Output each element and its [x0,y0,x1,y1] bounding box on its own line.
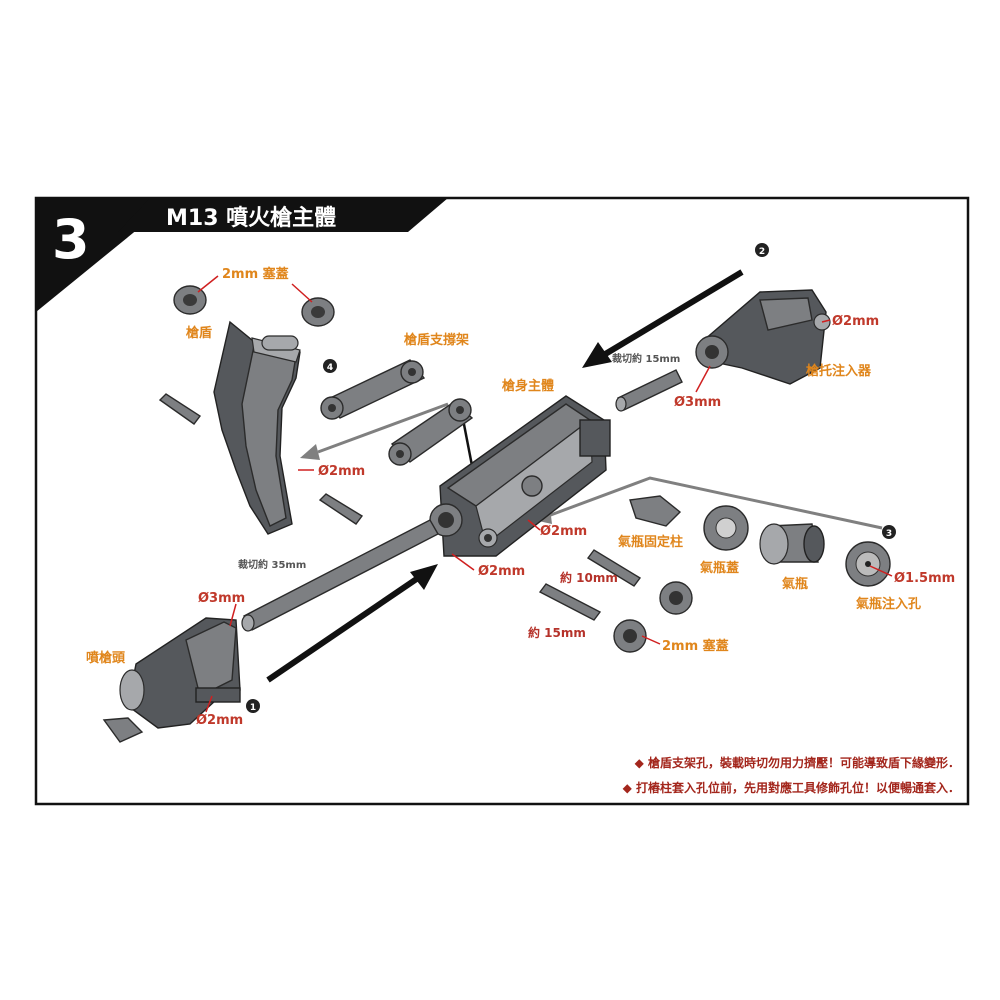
cap-2mm-right [301,297,335,327]
lead-inlet-d15mm [869,565,893,577]
label-cut-15mm: 裁切約 15mm [612,352,680,365]
bottle-part [759,523,825,565]
step-title: M13 噴火槍主體 [166,205,336,231]
lead-body-d2mm-low [451,553,475,571]
label-cut-35mm: 裁切約 35mm [238,558,306,571]
arrow-nozzle-to-body [266,564,438,683]
label-bottle: 氣瓶 [782,576,808,592]
label-d3mm-stock: Ø3mm [674,395,721,410]
note-line-2: ◆ 打樁柱套入孔位前，先用對應工具修飾孔位！以便暢通套入． [623,780,960,795]
shield-part [213,320,301,535]
marker-3: 3 [882,525,896,539]
nozzle-head-part [102,617,241,743]
label-cap-2mm-bottom: 2mm 塞蓋 [662,638,729,654]
arrow-shield-to-bracket [300,402,449,460]
lead-body-d2mm-right [527,519,541,531]
arrow-stock-to-body [582,269,744,368]
label-nozzle: 噴槍頭 [86,650,126,666]
lead-stock-d2mm [821,319,831,323]
stock-injector-part [695,289,831,385]
svg-text:3: 3 [886,529,892,539]
svg-text:4: 4 [327,363,333,373]
lead-cap-left [197,275,219,293]
label-d2mm-body-right: Ø2mm [540,524,587,539]
label-d15mm-inlet: Ø1.5mm [894,571,955,586]
marker-1: 1 [246,699,260,713]
label-bottle-inlet: 氣瓶注入孔 [856,596,921,612]
step-number: 3 [52,208,90,271]
label-cap-2mm-top: 2mm 塞蓋 [222,266,289,282]
note-line-1: ◆ 槍盾支架孔，裝載時切勿用力擠壓！可能導致盾下緣變形． [635,755,960,770]
bracket-arm-bottom [388,398,474,466]
lead-stock-d3mm [695,365,711,393]
marker-4: 4 [323,359,337,373]
barrel-rod [241,519,439,632]
lead-nozzle-d3mm [229,603,237,627]
bracket-arm-top [320,359,426,420]
label-about-10mm: 約 10mm [560,570,618,585]
cap-2mm-left [173,285,207,315]
lead-cap-right [291,283,313,303]
marker-2: 2 [755,243,769,257]
label-d2mm-stock: Ø2mm [832,314,879,329]
label-shield: 槍盾 [185,325,212,341]
label-d2mm-nozzle: Ø2mm [196,713,243,728]
bottle-inlet-part [845,541,891,587]
label-shield-bracket: 槍盾支撐架 [403,332,469,348]
label-d3mm-nozzle: Ø3mm [198,591,245,606]
label-stock-injector: 槍托注入器 [805,363,872,379]
lead-nozzle-d2mm [205,695,213,713]
label-d2mm-body-low: Ø2mm [478,564,525,579]
cap-2mm-bottom-right [659,581,693,615]
label-bottle-cap: 氣瓶蓋 [700,560,739,576]
rod-15mm-stock [615,369,683,412]
pin-shield-left [158,393,202,425]
bottle-fix-post-part [629,495,682,527]
label-d2mm-shield: Ø2mm [318,464,365,479]
lead-cap-bottom [641,635,661,645]
svg-text:1: 1 [250,703,256,713]
label-body: 槍身主體 [501,378,554,394]
bottle-cap-part [703,505,749,551]
label-about-15mm: 約 15mm [528,625,586,640]
gun-body-main [429,395,611,557]
title-bar [118,198,448,232]
svg-text:2: 2 [759,247,765,257]
pin-10mm [586,549,642,587]
pin-15mm [538,583,602,621]
label-bottle-fix-post: 氣瓶固定柱 [618,534,683,550]
pin-shield-lower [318,493,364,525]
cap-2mm-bottom-left [613,619,647,653]
